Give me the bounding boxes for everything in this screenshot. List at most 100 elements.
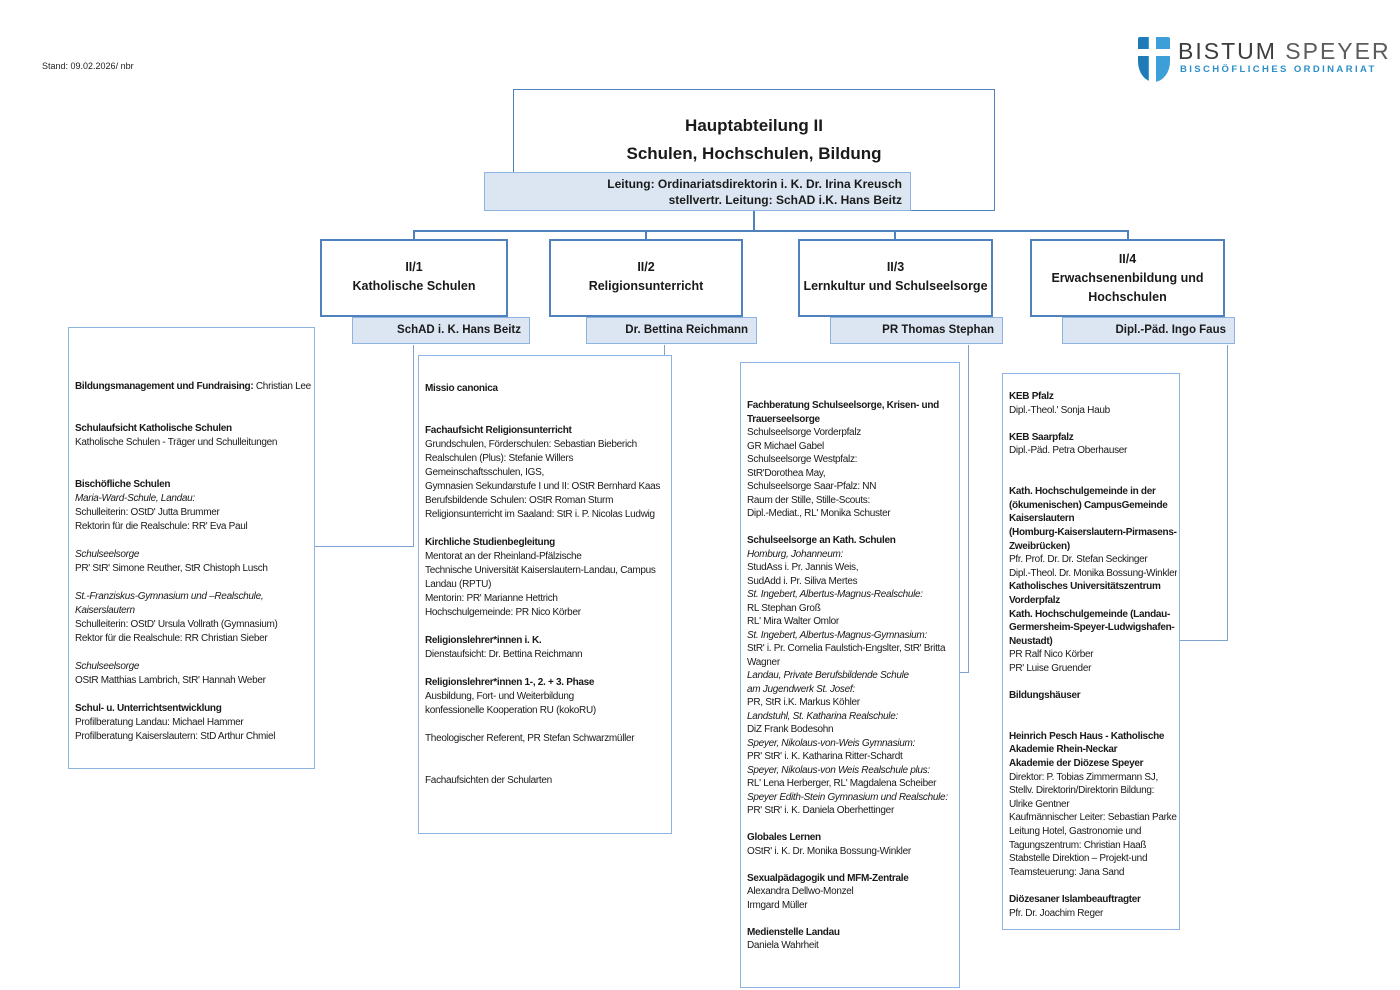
- detail-line: Bildungsmanagement und Fundraising: Chri…: [75, 381, 311, 392]
- detail-line: Katholische Schulen - Träger und Schulle…: [75, 437, 278, 448]
- detail-line: am Jugendwerk St. Josef:: [747, 683, 855, 695]
- dept-leader-ii3: PR Thomas Stephan: [830, 317, 1003, 344]
- stand-date: Stand: 09.02.2026/ nbr: [42, 61, 134, 71]
- detail-line: Speyer Edith-Stein Gymnasium und Realsch…: [747, 791, 948, 803]
- detail-line: RL' Lena Herberger, RL' Magdalena Scheib…: [747, 778, 937, 789]
- detail-line: Ulrike Gentner: [1009, 798, 1070, 810]
- detail-line: St. Ingebert, Albertus-Magnus-Gymnasium:: [747, 629, 927, 641]
- detail-line: GR Michael Gabel: [747, 440, 824, 452]
- detail-line: [75, 408, 312, 422]
- detail-line: Irmgard Müller: [747, 899, 808, 911]
- detail-line: Wagner: [747, 656, 780, 668]
- detail-line: [1009, 879, 1177, 893]
- root-leadership-box: Leitung: Ordinariatsdirektorin i. K. Dr.…: [484, 172, 911, 211]
- connector-line: [413, 345, 414, 547]
- detail-line: Germersheim-Speyer-Ludwigshafen-: [1009, 622, 1175, 634]
- detail-line: Fachberatung Schulseelsorge, Krisen- und: [747, 400, 939, 411]
- detail-line: konfessionelle Kooperation RU (kokoRU): [425, 705, 596, 716]
- detail-line: Leitung Hotel, Gastronomie und: [1009, 826, 1142, 837]
- detail-line: Mentorat an der Rheinland-Pfälzische: [425, 551, 582, 562]
- detail-line: Dipl.-Theol. Dr. Monika Bossung-Winkler: [1009, 567, 1177, 579]
- detail-line: [747, 818, 957, 832]
- detail-line: Gemeinschaftsschulen, IGS,: [425, 467, 544, 478]
- logo-title: BISTUM SPEYER: [1178, 38, 1391, 64]
- detail-line: Globales Lernen: [747, 832, 821, 843]
- detail-line: [1009, 675, 1177, 689]
- detail-line: (ökumenischen) CampusGemeinde: [1009, 499, 1168, 511]
- detail-line: Medienstelle Landau: [747, 926, 840, 938]
- detail-line: Homburg, Johanneum:: [747, 548, 844, 560]
- detail-line: Speyer, Nikolaus-von Weis Realschule plu…: [747, 764, 930, 776]
- detail-line: Religionsunterricht im Saaland: StR i. P…: [425, 509, 655, 520]
- detail-line: Speyer, Nikolaus-von-Weis Gymnasium:: [747, 737, 915, 749]
- detail-line: Hochschulgemeinde: PR Nico Körber: [425, 607, 581, 618]
- detail-line: Profilberatung Kaiserslautern: StD Arthu…: [75, 731, 276, 742]
- detail-line: Pfr. Dr. Joachim Reger: [1009, 907, 1103, 919]
- detail-line: [75, 394, 312, 408]
- detail-line: Technische Universität Kaiserslautern-La…: [425, 565, 656, 576]
- detail-line: [75, 534, 312, 548]
- detail-line: [425, 396, 669, 410]
- detail-line: Tagungszentrum: Christian Haaß: [1009, 839, 1147, 851]
- detail-line: Ausbildung, Fort- und Weiterbildung: [425, 691, 574, 702]
- connector-line: [959, 672, 969, 673]
- dept-leader-ii4: Dipl.-Päd. Ingo Faus: [1062, 317, 1235, 344]
- detail-line: Bischöfliche Schulen: [75, 479, 171, 490]
- detail-line: Kath. Hochschulgemeinde (Landau-: [1009, 608, 1170, 620]
- detail-line: PR' StR' i. K. Katharina Ritter-Schardt: [747, 751, 903, 762]
- detail-line: Daniela Wahrheit: [747, 940, 819, 951]
- detail-line: [1009, 716, 1177, 730]
- detail-line: Mentorin: PR' Marianne Hettrich: [425, 593, 558, 604]
- detail-line: Alexandra Dellwo-Monzel: [747, 886, 854, 897]
- logo-subtitle: BISCHÖFLICHES ORDINARIAT: [1180, 64, 1377, 75]
- dept-label-ii2: II/2 Religionsunterricht: [588, 260, 704, 293]
- dept-leader-ii2: Dr. Bettina Reichmann: [586, 317, 757, 344]
- detail-line: Vorderpfalz: [1009, 594, 1060, 606]
- detail-line: OStR' i. K. Dr. Monika Bossung-Winkler: [747, 845, 911, 857]
- detail-line: Maria-Ward-Schule, Landau:: [75, 493, 195, 504]
- detail-line: [75, 688, 312, 702]
- dept-label-ii4: II/4 Erwachsenenbildung und Hochschulen: [1051, 252, 1204, 304]
- detail-line: PR, StR i.K. Markus Köhler: [747, 697, 860, 708]
- detail-line: [1009, 472, 1177, 486]
- detail-line: Grundschulen, Förderschulen: Sebastian B…: [425, 439, 637, 450]
- detail-line: Stabstelle Direktion – Projekt-und: [1009, 853, 1148, 865]
- detail-line: PR Ralf Nico Körber: [1009, 649, 1094, 661]
- detail-line: [75, 464, 312, 478]
- detail-line: Dipl.-Päd. Petra Oberhauser: [1009, 445, 1128, 457]
- detail-line: Schulseelsorge Westpfalz:: [747, 454, 858, 465]
- detail-line: Schulleiterin: OStD' Jutta Brummer: [75, 507, 220, 518]
- detail-line: Schulleiterin: OStD' Ursula Vollrath (Gy…: [75, 619, 278, 630]
- detail-line: RL Stephan Groß: [747, 602, 821, 614]
- connector-line: [968, 345, 969, 673]
- detail-line: Katholisches Universitätszentrum: [1009, 581, 1161, 593]
- detail-line: [425, 410, 669, 424]
- detail-line: Rektorin für die Realschule: RR' Eva Pau…: [75, 521, 248, 532]
- detail-line: Kaiserslautern: [75, 605, 135, 616]
- detail-box-ii2: Missio canonica Fachaufsicht Religionsun…: [418, 355, 672, 834]
- detail-line: Stellv. Direktorin/Direktorin Bildung:: [1009, 785, 1155, 797]
- dept-box-ii2: [549, 239, 743, 317]
- detail-line: [747, 858, 957, 872]
- detail-line: Kaiserslautern: [1009, 513, 1075, 525]
- dept-box-ii3: [798, 239, 993, 317]
- detail-line: Akademie Rhein-Neckar: [1009, 744, 1118, 756]
- detail-line: Theologischer Referent, PR Stefan Schwar…: [425, 733, 635, 744]
- detail-line: Trauerseelsorge: [747, 413, 820, 425]
- root-title-line1: Hauptabteilung II: [685, 116, 823, 135]
- detail-line: OStR Matthias Lambrich, StR' Hannah Webe…: [75, 675, 266, 686]
- detail-line: Akademie der Diözese Speyer: [1009, 758, 1144, 770]
- detail-box-ii3: Fachberatung Schulseelsorge, Krisen- und…: [740, 362, 960, 988]
- connector-line: [1179, 640, 1228, 641]
- connector-line: [753, 211, 755, 231]
- detail-line: Landau, Private Berufsbildende Schule: [747, 670, 909, 681]
- detail-line: SudAdd i. Pr. Siliva Mertes: [747, 575, 858, 587]
- detail-line: [75, 450, 312, 464]
- detail-line: Fachaufsicht Religionsunterricht: [425, 425, 572, 436]
- detail-line: [747, 521, 957, 535]
- detail-line: Fachaufsichten der Schularten: [425, 775, 552, 786]
- dept-leader-ii1: SchAD i. K. Hans Beitz: [352, 317, 530, 344]
- detail-line: Schulseelsorge Vorderpfalz: [747, 427, 861, 438]
- detail-line: [425, 662, 669, 676]
